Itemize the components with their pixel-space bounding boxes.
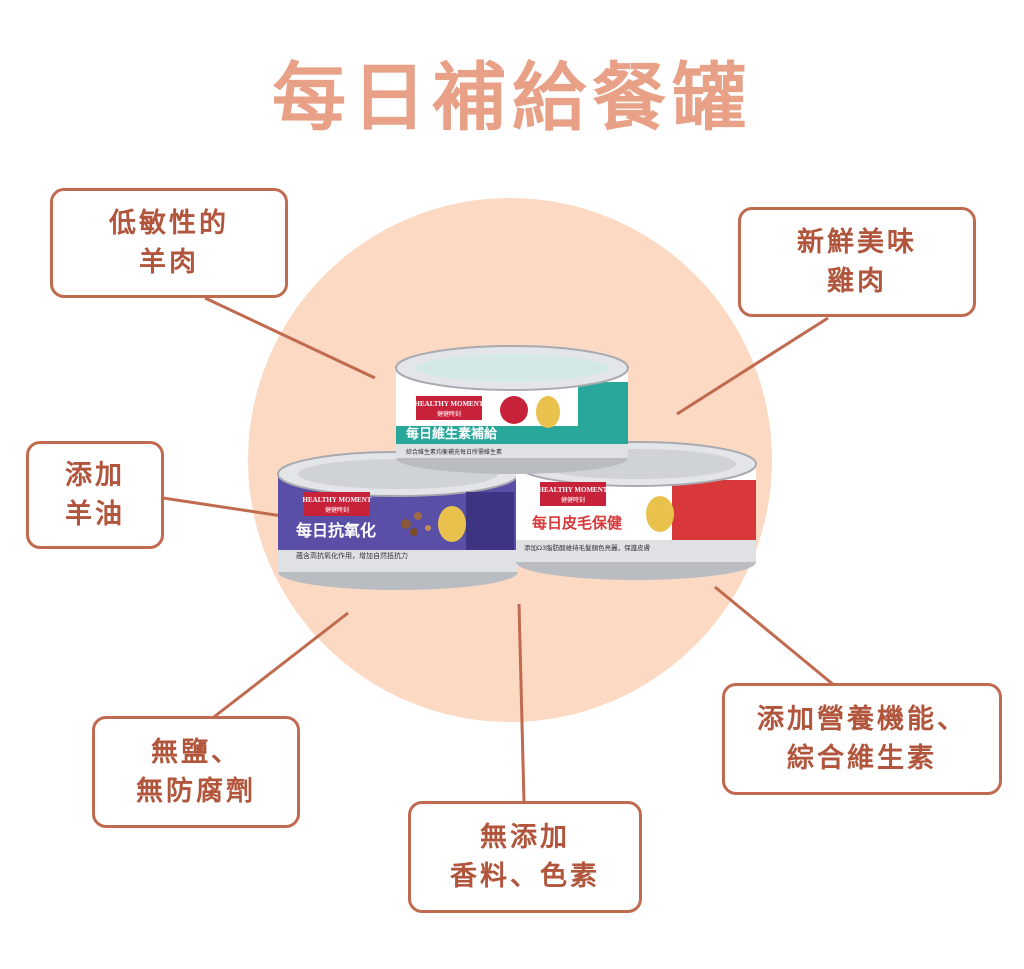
feature-box-lamb-oil: 添加 羊油 — [26, 441, 164, 549]
feature-line: 添加 — [65, 459, 125, 491]
can-name: 每日抗氧化 — [296, 521, 376, 540]
page-title: 每日補給餐罐 — [272, 55, 752, 141]
feature-line: 羊油 — [65, 499, 125, 530]
feature-line: 無防腐劑 — [136, 776, 256, 807]
feature-line: 綜合維生素 — [787, 743, 937, 774]
can-tagline: 綜合維生素均衡補充每日所需維生素 — [406, 448, 502, 456]
can-skin-coat: HEALTHY MOMENT 健健時刻 每日皮毛保健 添加Ω3脂肪酸維持毛髮顏色… — [512, 432, 760, 582]
can-brand: HEALTHY MOMENT — [539, 486, 608, 494]
can-vitamin: HEALTHY MOMENT 健健時刻 每日維生素補給 綜合維生素均衡補充每日所… — [392, 340, 632, 478]
can-name: 每日維生素補給 — [406, 426, 498, 442]
can-brand-sub: 健健時刻 — [325, 506, 349, 514]
can-antioxidant: HEALTHY MOMENT 健健時刻 每日抗氧化 蘊含高抗氧化作用，增加自然抵… — [276, 444, 521, 592]
can-name: 每日皮毛保健 — [532, 514, 622, 532]
feature-line: 低敏性的 — [109, 207, 229, 239]
can-brand-sub: 健健時刻 — [561, 496, 585, 504]
feature-box-no-salt: 無鹽、 無防腐劑 — [92, 716, 300, 828]
feature-line: 添加營養機能、 — [757, 703, 967, 735]
feature-box-nutrition: 添加營養機能、 綜合維生素 — [722, 683, 1002, 795]
feature-line: 雞肉 — [827, 266, 887, 297]
connector-line — [517, 603, 526, 803]
feature-line: 羊肉 — [139, 247, 199, 278]
feature-box-lamb: 低敏性的 羊肉 — [50, 188, 288, 298]
connector-line — [204, 296, 376, 380]
feature-line: 新鮮美味 — [797, 226, 917, 258]
can-brand: HEALTHY MOMENT — [303, 496, 372, 504]
feature-line: 香料、色素 — [450, 861, 600, 892]
feature-box-no-additives: 無添加 香料、色素 — [408, 801, 642, 913]
feature-line: 無添加 — [480, 821, 570, 853]
can-brand: HEALTHY MOMENT — [415, 400, 484, 408]
connector-line — [714, 585, 836, 688]
feature-line: 無鹽、 — [151, 736, 241, 768]
can-brand-sub: 健健時刻 — [437, 410, 461, 418]
connector-line — [209, 611, 349, 722]
can-tagline: 添加Ω3脂肪酸維持毛髮顏色亮麗，保護皮膚 — [524, 543, 651, 552]
feature-box-chicken: 新鮮美味 雞肉 — [738, 207, 976, 317]
connector-line — [676, 316, 829, 416]
can-tagline: 蘊含高抗氧化作用，增加自然抵抗力 — [296, 551, 408, 560]
